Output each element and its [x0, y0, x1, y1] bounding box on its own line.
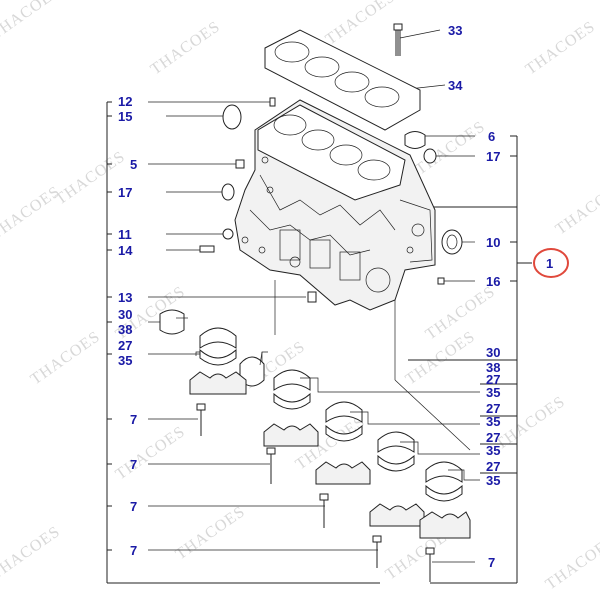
block-accessories — [199, 97, 463, 303]
watermark: THACOES — [523, 18, 599, 78]
callout-7-left-2[interactable]: 7 — [130, 457, 137, 472]
callout-7-left-4[interactable]: 7 — [130, 543, 137, 558]
callout-17-right[interactable]: 17 — [486, 149, 500, 164]
watermark: THACOES — [543, 533, 600, 593]
left-callouts: 12 15 5 17 11 14 13 30 38 27 35 7 7 7 7 — [118, 94, 137, 558]
callout-35-right-3[interactable]: 35 — [486, 443, 500, 458]
head-bolt — [393, 23, 403, 56]
callout-1[interactable]: 1 — [546, 256, 553, 271]
watermark: THACOES — [413, 118, 489, 178]
cylinder-block — [234, 99, 436, 311]
callout-16[interactable]: 16 — [486, 274, 500, 289]
callout-34[interactable]: 34 — [448, 78, 463, 93]
head-gasket — [264, 29, 421, 131]
callout-33[interactable]: 33 — [448, 23, 462, 38]
callout-27-left[interactable]: 27 — [118, 338, 132, 353]
callout-35-left[interactable]: 35 — [118, 353, 132, 368]
callout-38-right[interactable]: 38 — [486, 360, 500, 375]
right-callouts: 33 34 6 17 10 16 30 38 27 35 27 35 27 35… — [448, 23, 500, 570]
callout-35-right-4[interactable]: 35 — [486, 473, 500, 488]
callout-5[interactable]: 5 — [130, 157, 137, 172]
bearings — [159, 309, 463, 502]
callout-27-right-3[interactable]: 27 — [486, 430, 500, 445]
watermark: THACOES — [553, 178, 600, 238]
callout-11[interactable]: 11 — [118, 227, 132, 242]
callout-12[interactable]: 12 — [118, 94, 132, 109]
callout-10[interactable]: 10 — [486, 235, 500, 250]
callout-7-right[interactable]: 7 — [488, 555, 495, 570]
left-bracket — [106, 101, 380, 584]
callout-13[interactable]: 13 — [118, 290, 132, 305]
callout-7-left-3[interactable]: 7 — [130, 499, 137, 514]
callout-27-right-1[interactable]: 27 — [486, 372, 500, 387]
callout-15[interactable]: 15 — [118, 109, 132, 124]
watermark: THACOES — [28, 328, 104, 388]
right-bracket — [408, 135, 532, 584]
highlight-circle — [533, 248, 569, 278]
callout-27-right-4[interactable]: 27 — [486, 459, 500, 474]
callout-38-left[interactable]: 38 — [118, 322, 132, 337]
watermark: THACOES — [0, 183, 63, 243]
callout-27-right-2[interactable]: 27 — [486, 401, 500, 416]
callout-30-left[interactable]: 30 — [118, 307, 132, 322]
watermark: THACOES — [113, 423, 189, 483]
callout-35-right-2[interactable]: 35 — [486, 414, 500, 429]
callout-35-right-1[interactable]: 35 — [486, 385, 500, 400]
callout-17-left[interactable]: 17 — [118, 185, 132, 200]
callout-30-right[interactable]: 30 — [486, 345, 500, 360]
main-callout[interactable]: 1 — [533, 248, 569, 278]
callout-14[interactable]: 14 — [118, 243, 133, 258]
callout-7-left-1[interactable]: 7 — [130, 412, 137, 427]
right-leader-brackets — [176, 317, 480, 481]
watermark: THACOES — [0, 523, 63, 583]
callout-6[interactable]: 6 — [488, 129, 495, 144]
bearing-caps — [189, 371, 471, 582]
watermark: THACOES — [0, 0, 63, 43]
watermark: THACOES — [173, 503, 249, 563]
watermark: THACOES — [148, 18, 224, 78]
watermark: THACOES — [323, 0, 399, 48]
